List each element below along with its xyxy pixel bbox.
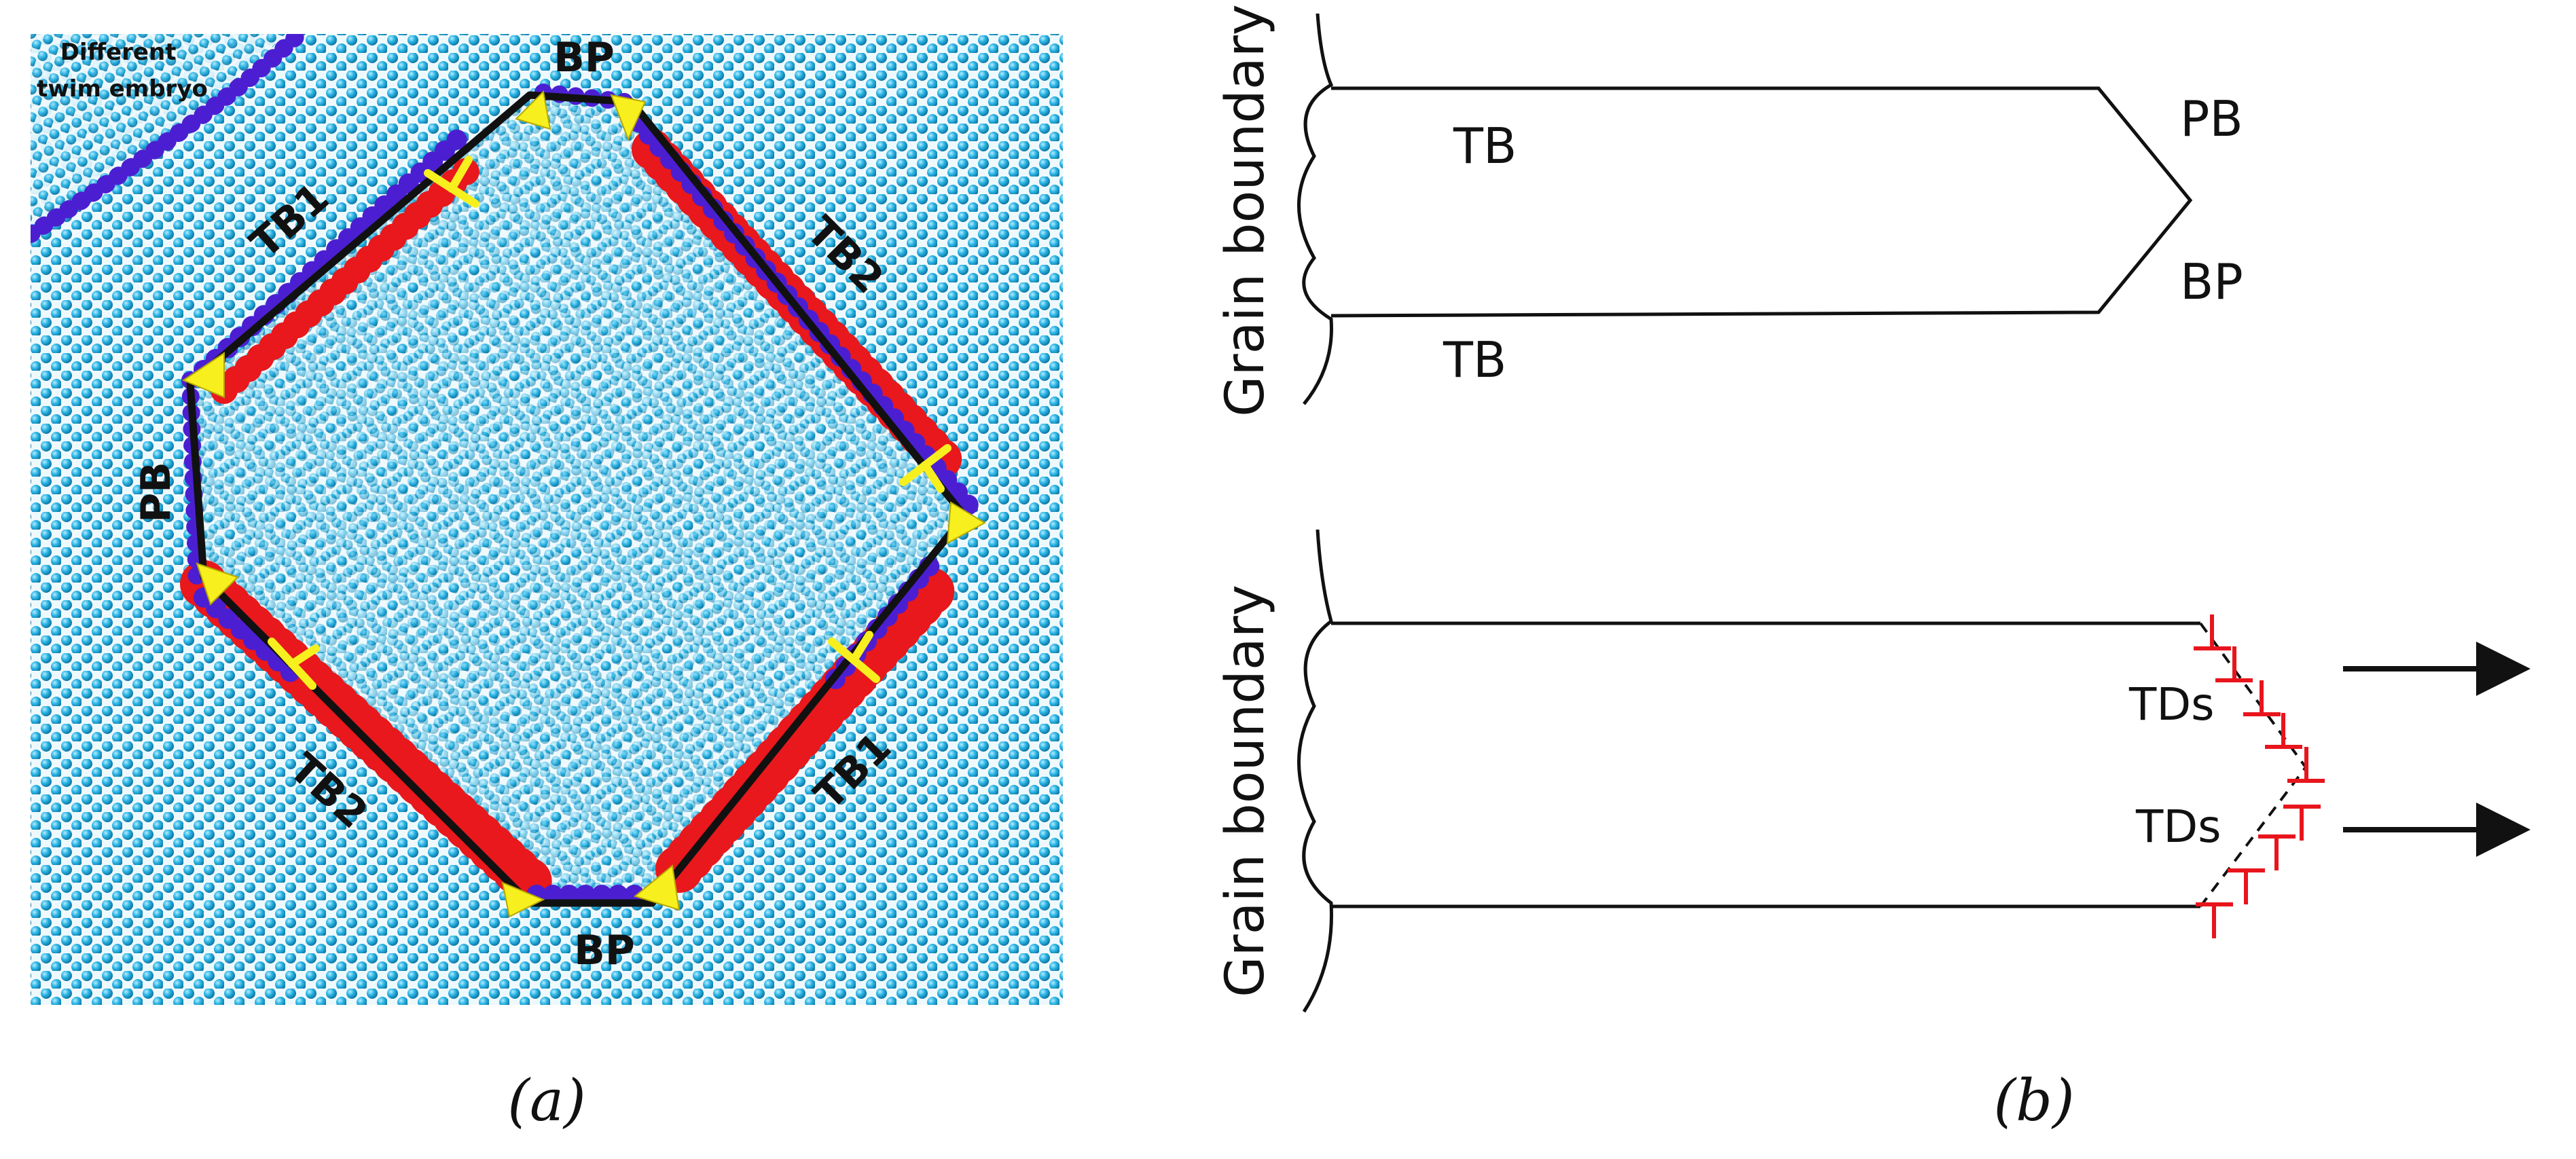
panel-b-top-schematic <box>1297 13 2193 405</box>
twin-outline-bottom <box>1331 621 2200 908</box>
caption-b: (b) <box>1993 1067 2074 1134</box>
triangle-markers <box>181 90 987 918</box>
label-tb-lower: TB <box>1443 331 1506 388</box>
dislocation-td <box>2215 646 2253 682</box>
dislocation-symbols <box>268 155 951 690</box>
panel-a-atomistic-image <box>31 34 1063 1005</box>
dislocation-td <box>2258 834 2296 870</box>
dislocation-td <box>2287 747 2325 783</box>
marker-triangle <box>501 881 545 918</box>
migration-arrows <box>2343 642 2530 857</box>
panel-b-top-labels: Grain boundary TB TB PB BP <box>1215 4 2243 417</box>
twin-outline-top <box>1330 86 2193 318</box>
twinning-dislocations <box>2194 614 2325 938</box>
marker-triangle <box>181 352 225 399</box>
grain-boundary-curve-bottom <box>1297 529 1333 1013</box>
marker-triangle <box>633 864 681 911</box>
label-tb-upper: TB <box>1453 117 1517 174</box>
dislocation-td <box>2196 902 2233 938</box>
panel-b-bottom-schematic <box>1297 529 2308 1013</box>
dislocation-td <box>2228 868 2265 904</box>
grain-boundary-label-bottom: Grain boundary <box>1215 585 1276 997</box>
label-pb: PB <box>2180 90 2243 147</box>
label-tds-lower: TDs <box>2135 801 2221 853</box>
marker-triangle <box>610 94 647 141</box>
label-bp: BP <box>2180 253 2243 310</box>
label-bp-top: BP <box>554 34 615 81</box>
dislocation-td <box>2243 680 2281 716</box>
caption-a: (a) <box>507 1067 586 1134</box>
dislocation-td <box>2194 614 2231 650</box>
embryo-region <box>31 34 285 231</box>
marker-triangle <box>946 501 987 545</box>
marker-triangle <box>515 90 551 130</box>
dislocation-td <box>2283 805 2321 841</box>
label-bp-bottom: BP <box>574 927 635 974</box>
dislocation-td <box>2265 713 2302 749</box>
embryo-boundary <box>31 34 308 243</box>
label-pb-left: PB <box>132 462 180 523</box>
panel-b-bottom-labels: Grain boundary TDs TDs <box>1215 585 2221 997</box>
embryo-label: Different twim embryo <box>37 39 208 103</box>
twin-outline <box>186 91 968 907</box>
dashed-interface <box>2199 622 2308 908</box>
marker-triangle <box>196 562 239 606</box>
grain-boundary-curve-top <box>1297 13 1334 405</box>
grain-boundary-label-top: Grain boundary <box>1215 4 1276 417</box>
label-tds-upper: TDs <box>2128 678 2215 731</box>
